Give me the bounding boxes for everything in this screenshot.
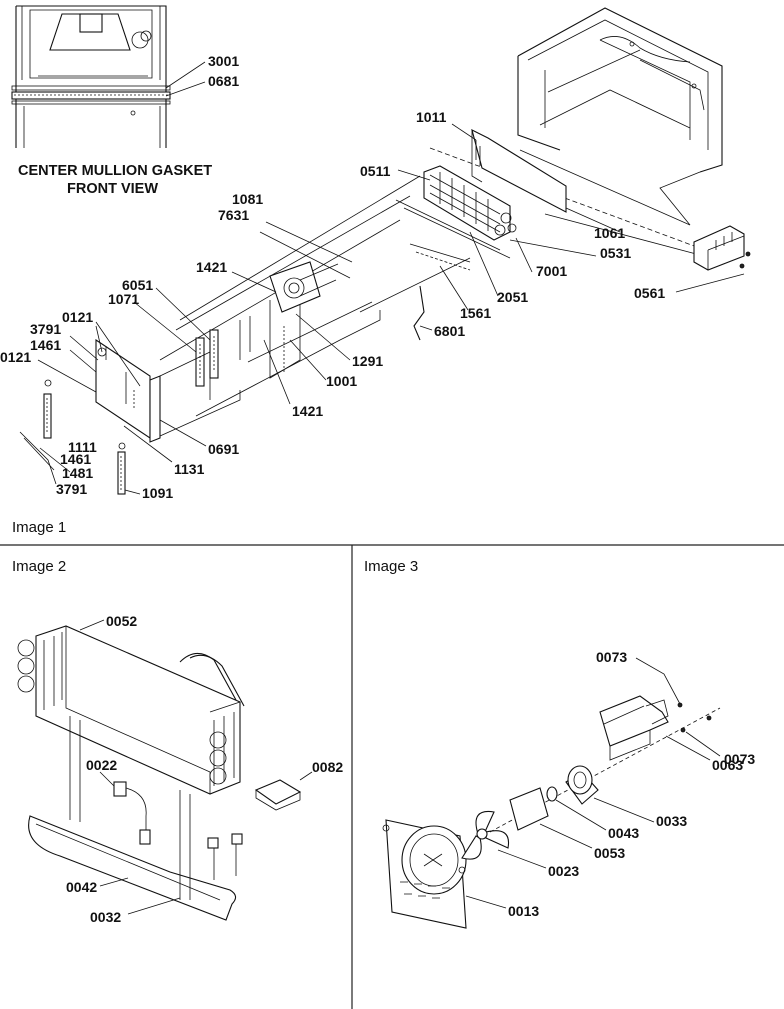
callout-0032: 0032 bbox=[90, 909, 121, 925]
terminal-block-drawing bbox=[693, 225, 751, 271]
callout-1071: 1071 bbox=[108, 291, 139, 307]
callout-0561: 0561 bbox=[634, 285, 665, 301]
callout-0023: 0023 bbox=[548, 863, 579, 879]
callout-1561: 1561 bbox=[460, 305, 491, 321]
callout-1481: 1481 bbox=[62, 465, 93, 481]
callout-0121-b: 0121 bbox=[0, 349, 31, 365]
callout-1461-a: 1461 bbox=[30, 337, 61, 353]
image3-panel: Image 3 0013 0023 0053 bbox=[364, 558, 755, 929]
gasket-title-line1: CENTER MULLION GASKET bbox=[18, 163, 212, 179]
callout-1061: 1061 bbox=[594, 225, 625, 241]
callout-2051: 2051 bbox=[497, 289, 528, 305]
callout-7631: 7631 bbox=[218, 207, 249, 223]
image2-caption: Image 2 bbox=[12, 558, 66, 575]
callout-6801: 6801 bbox=[434, 323, 465, 339]
callout-3791-b: 3791 bbox=[56, 481, 87, 497]
callout-1111: 1111 bbox=[68, 439, 97, 455]
callout-1091: 1091 bbox=[142, 485, 173, 501]
callout-0073-top: 0073 bbox=[596, 649, 627, 665]
callout-1291: 1291 bbox=[352, 353, 383, 369]
callout-0033: 0033 bbox=[656, 813, 687, 829]
evaporator-coil-drawing bbox=[423, 165, 517, 241]
gasket-title-line2: FRONT VIEW bbox=[67, 181, 158, 197]
image3-caption: Image 3 bbox=[364, 558, 418, 575]
callout-0511: 0511 bbox=[360, 163, 391, 179]
callout-3001: 3001 bbox=[208, 53, 239, 69]
callout-6051: 6051 bbox=[122, 277, 153, 293]
callout-0531: 0531 bbox=[600, 245, 631, 261]
callout-7001: 7001 bbox=[536, 263, 567, 279]
callout-1461-b: 1461 bbox=[60, 451, 91, 467]
callout-0082: 0082 bbox=[312, 759, 343, 775]
fan-shroud-plate-drawing bbox=[382, 819, 467, 929]
callout-0043: 0043 bbox=[608, 825, 639, 841]
evaporator-cover-drawing bbox=[471, 128, 567, 213]
callout-0053: 0053 bbox=[594, 845, 625, 861]
evaporator-back-wall-drawing bbox=[95, 338, 161, 443]
callout-1131: 1131 bbox=[174, 461, 205, 477]
callout-0052: 0052 bbox=[106, 613, 137, 629]
callout-0073-right: 0073 bbox=[724, 751, 755, 767]
callout-3791-a: 3791 bbox=[30, 321, 61, 337]
callout-0022: 0022 bbox=[86, 757, 117, 773]
callout-0681: 0681 bbox=[208, 73, 239, 89]
callout-0691: 0691 bbox=[208, 441, 239, 457]
callout-0042: 0042 bbox=[66, 879, 97, 895]
evaporator-coil-0052-drawing bbox=[17, 625, 245, 795]
callout-1081: 1081 bbox=[232, 191, 263, 207]
fan-blade-drawing bbox=[461, 810, 510, 860]
motor-rail-drawing bbox=[599, 695, 669, 761]
fan-motor-drawing bbox=[565, 765, 599, 805]
freezer-liner-drawing bbox=[517, 7, 723, 173]
callout-0121-a: 0121 bbox=[62, 309, 93, 325]
callout-1421-top: 1421 bbox=[196, 259, 227, 275]
callout-0013: 0013 bbox=[508, 903, 539, 919]
image2-panel: Image 2 0052 0022 bbox=[12, 558, 343, 925]
gasket-front-view-drawing bbox=[11, 5, 206, 148]
image1-caption: Image 1 bbox=[12, 519, 66, 536]
image1-panel: 3001 0681 CENTER MULLION GASKET FRONT VI… bbox=[0, 5, 751, 536]
callout-0063: 0063 bbox=[712, 757, 743, 773]
callout-1011: 1011 bbox=[416, 109, 447, 125]
callout-1421-bottom: 1421 bbox=[292, 403, 323, 419]
fan-motor-assembly-drawing bbox=[269, 261, 339, 313]
callout-1001: 1001 bbox=[326, 373, 357, 389]
